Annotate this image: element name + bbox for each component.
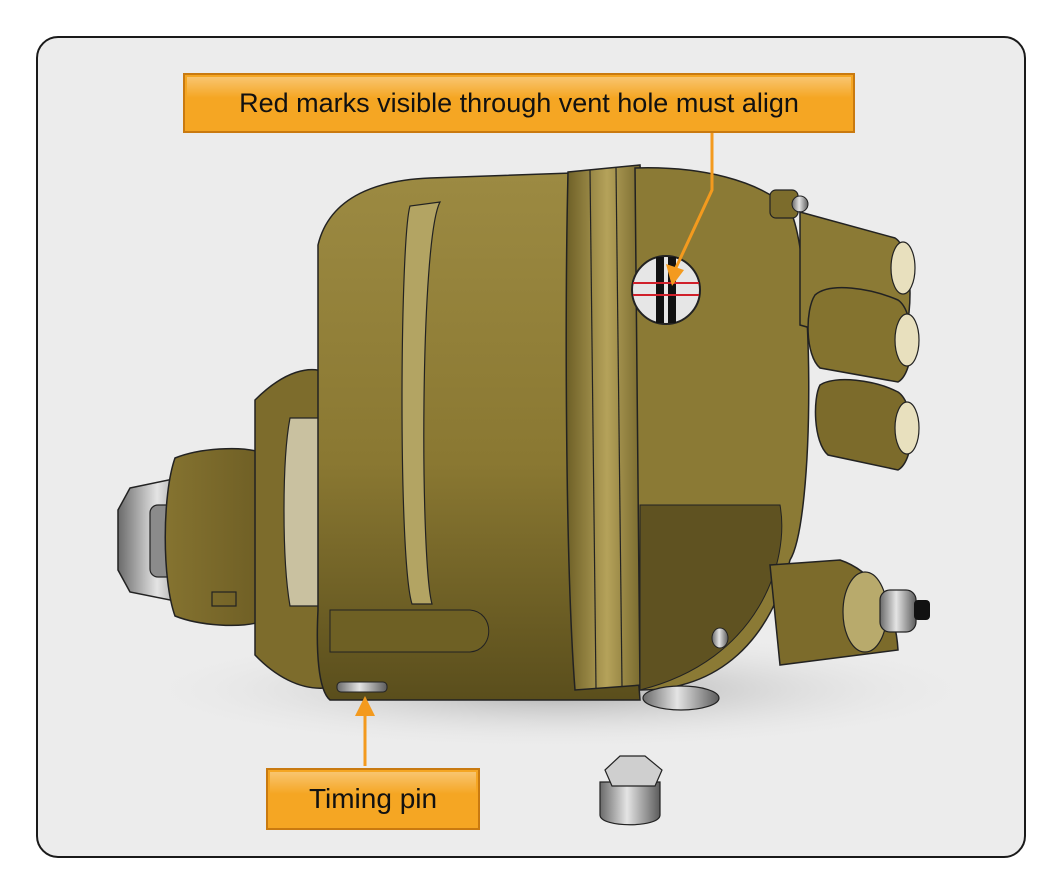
vent-hole-callout: Red marks visible through vent hole must… [183, 73, 855, 133]
lead-terminals [799, 211, 920, 471]
timing-pin-callout-text: Timing pin [308, 783, 438, 814]
screw-bottom [711, 627, 729, 649]
timing-pin-callout: Timing pin [266, 768, 480, 830]
magneto-illustration [117, 132, 990, 826]
vent-leader-arrow [666, 132, 714, 286]
vent-screen [642, 685, 720, 711]
vent-hole-callout-text: Red marks visible through vent hole must… [239, 87, 799, 118]
drive-flange [164, 447, 261, 627]
vent-hole [631, 255, 701, 325]
pin-leader-arrow [355, 696, 375, 766]
diagram-frame: Red marks visible through vent hole must… [36, 36, 1026, 858]
magneto-housing [316, 171, 641, 701]
vent-plug [599, 755, 663, 826]
timing-pin [336, 681, 388, 693]
switch-terminal [769, 559, 930, 666]
screw-top [769, 189, 809, 219]
